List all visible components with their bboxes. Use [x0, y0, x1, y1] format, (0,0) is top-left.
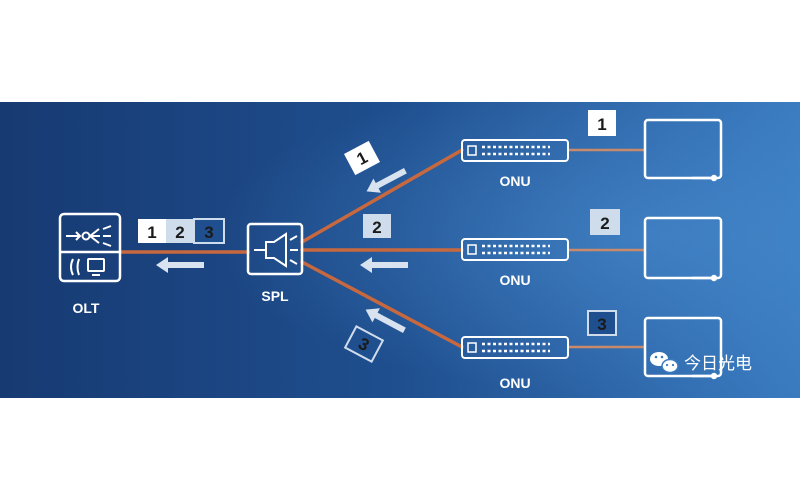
terminal-3-icon [643, 316, 723, 380]
splitter-symbol [254, 232, 298, 268]
upstream-frame-1: 1 [344, 140, 407, 193]
onu-1-switch-icon [461, 139, 569, 162]
watermark-text: 今日光电 [684, 354, 752, 374]
onu-3-tag: 3 [587, 310, 617, 336]
onu-1: ONU [461, 139, 569, 189]
onu-3: ONU [461, 336, 569, 391]
frame-3-arrow [365, 308, 406, 333]
olt-icon [58, 212, 122, 283]
olt-frame-2-box [166, 219, 194, 243]
frame-2-box [363, 214, 391, 238]
onu-2-switch-icon [461, 238, 569, 261]
upstream-arrow-to-olt [156, 257, 204, 273]
olt-phone-monitor-symbol [70, 258, 105, 276]
upstream-frame-2: 2 [360, 214, 408, 273]
olt-node: OLT [58, 212, 122, 316]
olt-frame-3-box [193, 218, 225, 244]
onu-2-id: 2 [600, 214, 609, 233]
splitter-node: SPL [246, 222, 304, 304]
splitter-label: SPL [261, 288, 289, 304]
onu-3-label: ONU [499, 375, 530, 391]
onu-3-switch-icon [461, 336, 569, 359]
olt-frame-1: 1 [147, 223, 156, 242]
olt-frame-1-box [138, 219, 166, 243]
olt-frame-3: 3 [204, 223, 213, 242]
frame-2-arrow [360, 257, 408, 273]
olt-frame-2: 2 [175, 223, 184, 242]
olt-frame-sequence: 1 2 3 [138, 218, 225, 244]
onu-1-tag: 1 [588, 110, 616, 136]
olt-splitter-symbol [66, 225, 112, 247]
frame-1-arrow [366, 168, 407, 193]
fiber-splitter-to-onu-3 [300, 260, 464, 349]
frame-3-box [343, 325, 385, 363]
onu-2-label: ONU [499, 272, 530, 288]
onu-1-label: ONU [499, 173, 530, 189]
frame-1-box [344, 140, 380, 176]
terminal-2-icon [643, 216, 723, 282]
upstream-frame-3: 3 [343, 308, 406, 363]
wechat-icon [650, 352, 679, 374]
fiber-links [118, 148, 464, 349]
splitter-icon [246, 222, 304, 276]
olt-label: OLT [73, 300, 100, 316]
onu-3-id: 3 [597, 315, 606, 334]
onu-2: ONU [461, 238, 569, 288]
fiber-splitter-to-onu-1 [300, 148, 464, 244]
wechat-watermark: 今日光电 [650, 352, 752, 374]
frame-2-number: 2 [372, 218, 381, 237]
terminal-1-icon [643, 118, 723, 182]
onu-device-links [568, 148, 645, 349]
onu-2-tag: 2 [590, 209, 620, 235]
onu-1-id: 1 [597, 115, 606, 134]
